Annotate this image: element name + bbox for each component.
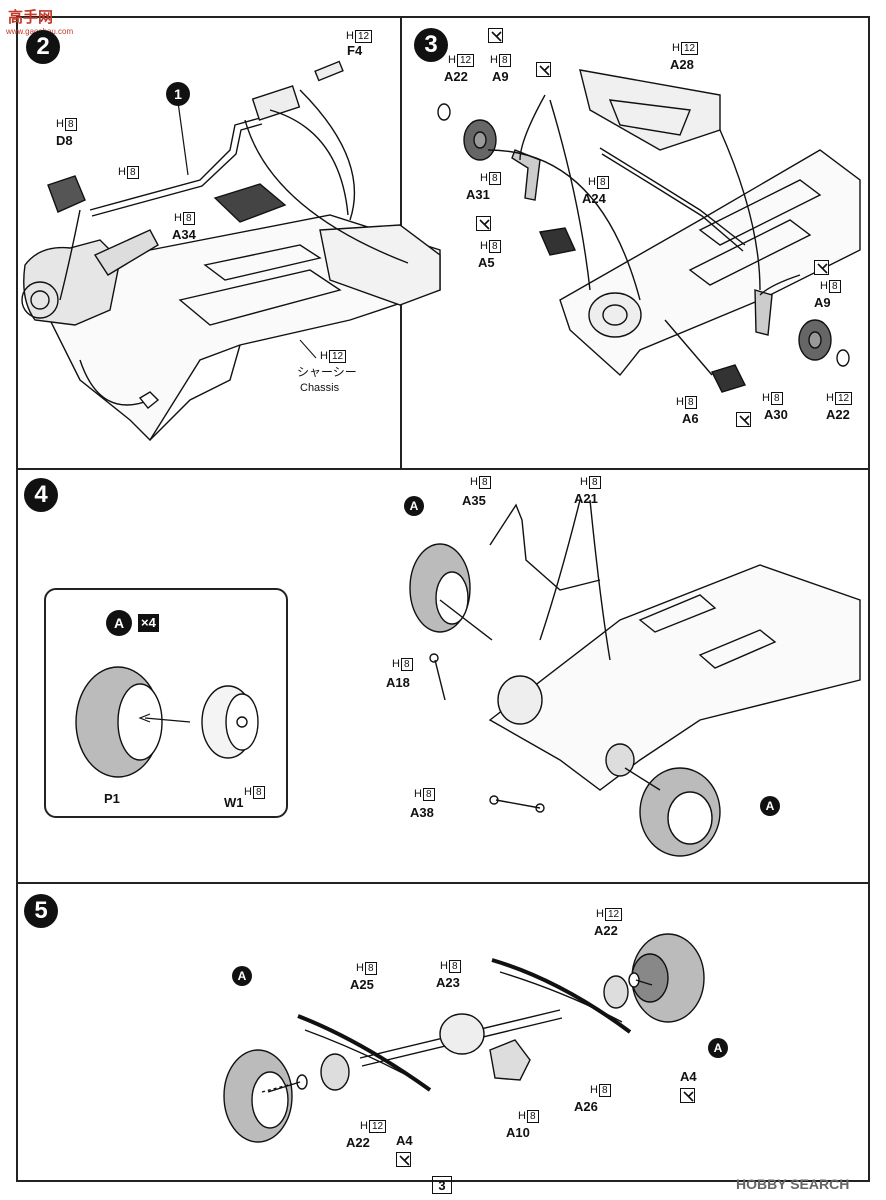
quantity-badge: ×4: [138, 614, 159, 632]
step-2-number: 2: [26, 30, 60, 64]
callout-a-inset: A: [106, 610, 132, 636]
cut-icon-a9l: [488, 28, 503, 43]
callout-a-left-tire: A: [232, 966, 252, 986]
part-a6-label: A6: [682, 411, 699, 426]
step-4-number: 4: [24, 478, 58, 512]
part-a30-label: A30: [764, 407, 788, 422]
callout-a-bottom-tire: A: [760, 796, 780, 816]
step-3-number: 3: [414, 28, 448, 62]
part-a4-left-label: A4: [396, 1133, 413, 1148]
cut-icon-a9r: [814, 260, 829, 275]
part-f4-label: F4: [347, 43, 363, 58]
part-a9-right-label: A9: [814, 295, 831, 310]
part-a38-label: A38: [410, 805, 434, 820]
callout-a-top-tire: A: [404, 496, 424, 516]
part-a10-label: A10: [506, 1125, 530, 1140]
part-a22-bottom-label: A22: [346, 1135, 370, 1150]
part-a34-label: A34: [172, 227, 196, 242]
sub-step-1-marker: 1: [166, 82, 190, 106]
wheel-assembly-inset: [44, 588, 288, 818]
chassis-label-jp: シャーシー: [297, 365, 357, 379]
part-a25-label: A25: [350, 977, 374, 992]
part-a35-label: A35: [462, 493, 486, 508]
callout-a-right-tire: A: [708, 1038, 728, 1058]
part-a18-label: A18: [386, 675, 410, 690]
cut-icon-a5: [476, 216, 491, 231]
step-5-number: 5: [24, 894, 58, 928]
part-a23-label: A23: [436, 975, 460, 990]
footer-watermark-text: HOBBY SEARCH: [736, 1176, 850, 1192]
part-a26-label: A26: [574, 1099, 598, 1114]
part-p1-label: P1: [104, 791, 120, 806]
part-a22-left-label: A22: [444, 69, 468, 84]
part-a28-label: A28: [670, 57, 694, 72]
part-a31-label: A31: [466, 187, 490, 202]
cut-icon-a28: [536, 62, 551, 77]
part-a5-label: A5: [478, 255, 495, 270]
part-a21-label: A21: [574, 491, 598, 506]
step5-panel: [16, 882, 870, 1182]
cut-icon-a6: [736, 412, 751, 427]
part-a4-right-label: A4: [680, 1069, 697, 1084]
page-number: 3: [438, 1178, 446, 1193]
cut-icon-a4-left: [396, 1152, 411, 1167]
part-d8-label: D8: [56, 133, 73, 148]
part-w1-label: W1: [224, 795, 244, 810]
footer-watermark: HOBBY SEARCH: [736, 1176, 849, 1192]
site-watermark: 高手网: [8, 6, 53, 27]
watermark-cn: 高手网: [8, 9, 54, 26]
part-a22-top-label: A22: [594, 923, 618, 938]
page-number-box: 3: [432, 1176, 452, 1194]
cut-icon-a4-right: [680, 1088, 695, 1103]
part-a24-label: A24: [582, 191, 606, 206]
chassis-label-en: Chassis: [300, 382, 340, 394]
part-a22-right-label: A22: [826, 407, 850, 422]
part-a9-left-label: A9: [492, 69, 509, 84]
